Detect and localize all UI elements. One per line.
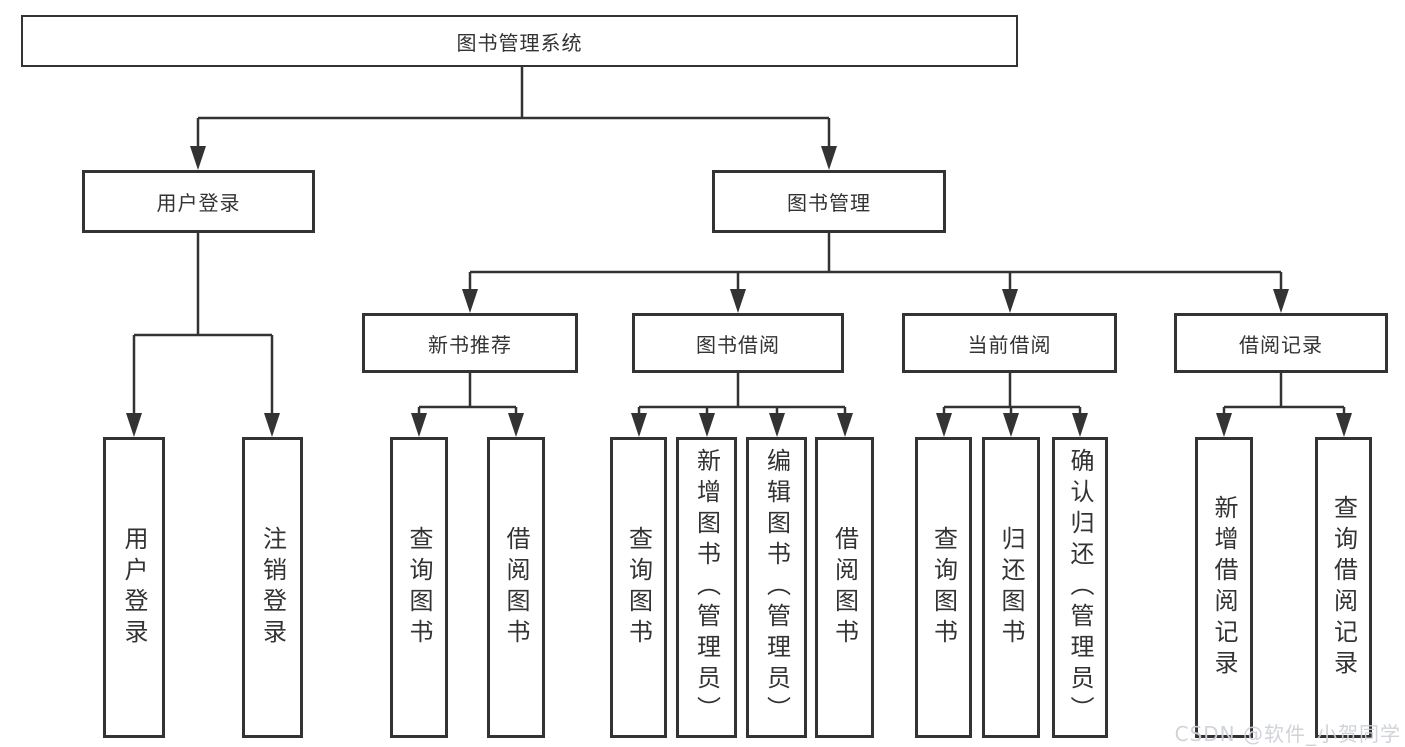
node-label: 当前借阅 — [967, 332, 1052, 357]
arrowheads — [126, 146, 1352, 437]
leaf-query-borrow-record: 查询借阅记录 — [1315, 437, 1372, 738]
node-label: 借阅记录 — [1239, 332, 1323, 357]
arrow-down-icon — [126, 413, 142, 437]
node-label: 新书推荐 — [428, 332, 512, 357]
node-new-book-recommend: 新书推荐 — [362, 313, 578, 373]
connector-current-borrow — [942, 373, 1082, 417]
node-label: 查询借阅记录 — [1329, 494, 1358, 681]
arrow-down-icon — [462, 289, 478, 313]
node-label: 查询图书 — [405, 525, 433, 650]
arrow-down-icon — [190, 146, 206, 170]
node-user-login: 用户登录 — [82, 170, 315, 233]
leaf-user-login: 用户登录 — [103, 437, 165, 738]
node-label: 新增图书（管理员） — [692, 448, 721, 727]
arrow-down-icon — [508, 413, 524, 437]
arrow-down-icon — [730, 289, 746, 313]
node-label: 新增借阅记录 — [1210, 494, 1238, 681]
arrow-down-icon — [837, 413, 853, 437]
node-label: 图书管理 — [787, 191, 871, 215]
arrow-down-icon — [1336, 413, 1352, 437]
node-borrow-record: 借阅记录 — [1174, 313, 1388, 373]
leaf-add-book-admin: 新增图书（管理员） — [676, 437, 737, 738]
arrow-down-icon — [411, 413, 427, 437]
arrow-down-icon — [1003, 413, 1019, 437]
node-label: 查询图书 — [624, 525, 653, 650]
connector-user-login — [132, 233, 274, 417]
leaf-return-book: 归还图书 — [982, 437, 1040, 738]
leaf-logout: 注销登录 — [242, 437, 303, 738]
node-label: 确认归还（管理员） — [1066, 448, 1094, 727]
leaf-borrow-book-recommend: 借阅图书 — [487, 437, 545, 738]
node-label: 用户登录 — [156, 191, 241, 215]
arrow-down-icon — [1273, 289, 1289, 313]
arrow-down-icon — [821, 146, 837, 170]
node-label: 图书管理系统 — [456, 30, 583, 55]
leaf-confirm-return-admin: 确认归还（管理员） — [1052, 437, 1108, 738]
arrow-down-icon — [936, 413, 952, 437]
arrow-down-icon — [264, 413, 280, 437]
leaf-borrow-book: 借阅图书 — [815, 437, 874, 738]
arrow-down-icon — [1216, 413, 1232, 437]
node-book-management: 图书管理 — [712, 170, 946, 233]
leaf-query-book-borrow: 查询图书 — [610, 437, 667, 738]
node-system-root: 图书管理系统 — [21, 15, 1018, 67]
node-label: 编辑图书（管理员） — [762, 448, 791, 727]
connector-book-borrow — [637, 373, 847, 417]
connector-new-book — [417, 373, 518, 417]
node-current-borrow: 当前借阅 — [902, 313, 1117, 373]
node-label: 注销登录 — [258, 525, 287, 650]
leaf-query-book-recommend: 查询图书 — [390, 437, 448, 738]
node-label: 借阅图书 — [830, 525, 859, 650]
arrow-down-icon — [631, 413, 647, 437]
node-label: 查询图书 — [929, 525, 958, 650]
arrow-down-icon — [1002, 289, 1018, 313]
arrow-down-icon — [1072, 413, 1088, 437]
node-label: 归还图书 — [997, 525, 1025, 650]
leaf-add-borrow-record: 新增借阅记录 — [1195, 437, 1253, 738]
node-label: 用户登录 — [120, 525, 148, 650]
leaf-query-book-current: 查询图书 — [915, 437, 972, 738]
node-label: 图书借阅 — [696, 332, 780, 357]
connector-book-mgmt — [468, 233, 1283, 292]
arrow-down-icon — [769, 413, 785, 437]
node-book-borrow: 图书借阅 — [632, 313, 844, 373]
connector-borrow-record — [1222, 373, 1346, 417]
arrow-down-icon — [699, 413, 715, 437]
leaf-edit-book-admin: 编辑图书（管理员） — [746, 437, 807, 738]
connector-root — [196, 66, 831, 150]
node-label: 借阅图书 — [502, 525, 530, 650]
